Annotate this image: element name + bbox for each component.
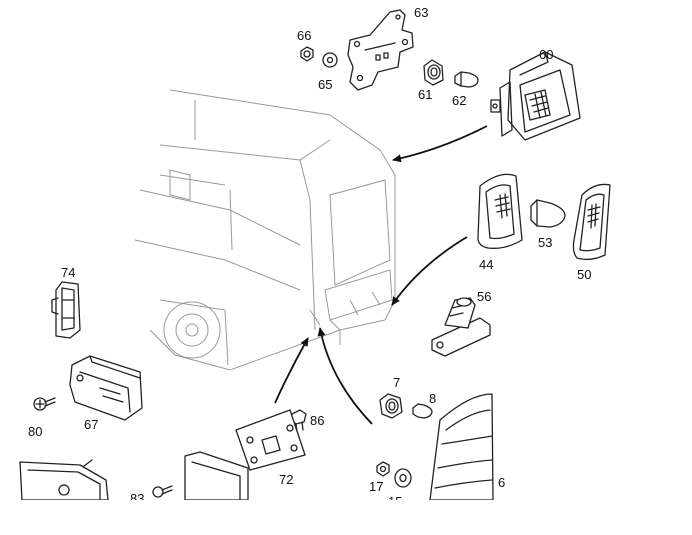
callout-62: 62 [452,93,466,108]
part-72-lamp-cover [235,409,306,471]
part-80-screw [33,397,56,411]
part-74-marker-lamp [51,281,81,339]
part-63-bracket [347,9,414,91]
part-6-rear-lamp [429,393,494,500]
callout-17: 17 [369,479,383,494]
callout-56: 56 [477,289,491,304]
arrow-tail-lamp-middle [391,236,468,306]
callout-6: 6 [498,475,505,490]
callout-44: 44 [479,257,493,272]
part-15-washer [394,468,412,488]
callout-72: 72 [279,472,293,487]
callout-83: 83 [130,491,144,506]
part-53-bulb [530,199,566,228]
callout-8: 8 [429,391,436,406]
part-8-bulb [412,403,433,419]
van-body-outline [134,89,396,371]
arrow-rear-lamp-lower [317,327,373,425]
callout-15: 15 [388,494,402,509]
part-lower-middle-lamp [184,451,249,500]
callout-74: 74 [61,265,75,280]
part-7-bulb-socket [379,393,403,419]
part-65-washer [322,52,338,68]
callout-86: 86 [310,413,324,428]
assembly-arrows [274,125,488,425]
callout-67: 67 [84,417,98,432]
callout-61: 61 [418,87,432,102]
part-62-bulb [454,71,479,88]
part-50-lamp-lens [572,183,611,261]
part-61-bulb-socket [423,59,444,86]
part-67-marker-lamp [69,355,143,421]
callout-7: 7 [393,375,400,390]
part-56-license-lamp [431,297,491,357]
callout-63: 63 [414,5,428,20]
callout-60: 60 [539,47,553,62]
part-17-nut [376,461,390,477]
part-60-tail-lamp [490,51,581,141]
callout-80: 80 [28,424,42,439]
callout-65: 65 [318,77,332,92]
part-lower-left-lamp [19,459,109,500]
callout-66: 66 [297,28,311,43]
part-83-screw [152,485,173,498]
part-44-lamp-lens [477,173,523,249]
callout-labels: 66 65 63 60 61 62 44 53 50 56 74 67 80 7… [28,5,591,509]
part-66-nut [300,46,314,62]
callout-50: 50 [577,267,591,282]
callout-53: 53 [538,235,552,250]
arrow-license-lamp [274,337,309,404]
arrow-tail-lamp-upper [392,125,488,163]
